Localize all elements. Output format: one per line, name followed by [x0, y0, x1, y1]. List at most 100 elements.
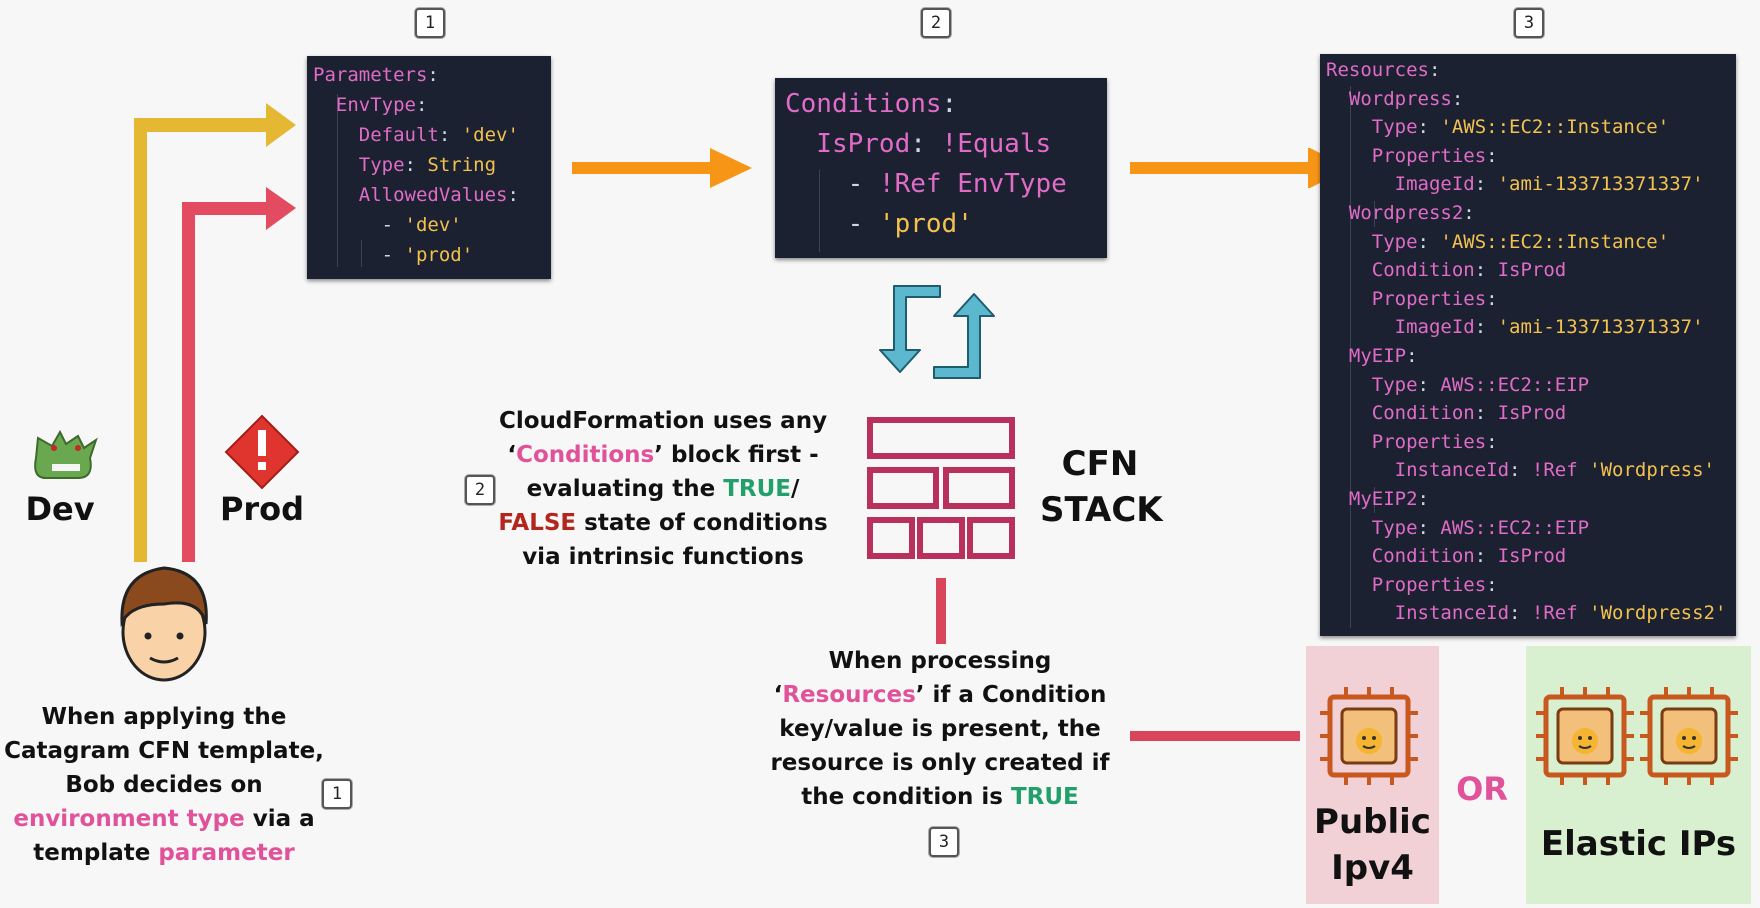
code-token: Parameters [313, 64, 428, 86]
resources-code-block: Resources: Wordpress: Type: 'AWS::EC2::I… [1320, 54, 1736, 636]
code-token: : [1486, 430, 1498, 453]
stack-connector [936, 578, 946, 644]
text-line: template parameter [4, 836, 324, 870]
code-token: 'ami-133713371337' [1497, 173, 1704, 196]
code-token: 'Wordpress2' [1589, 602, 1727, 625]
code-token: : [1474, 259, 1498, 282]
resources-explanation: When processing‘Resources’ if a Conditio… [770, 644, 1110, 814]
code-token: : [1417, 230, 1441, 253]
code-token: Condition [1326, 545, 1475, 568]
code-token: Properties [1326, 430, 1487, 453]
code-token: Condition [1326, 402, 1475, 425]
dev-label: Dev [25, 490, 95, 528]
code-token: : [1417, 116, 1441, 139]
code-line: Type: 'AWS::EC2::Instance' [1326, 228, 1730, 257]
text-segment: parameter [158, 840, 295, 866]
text-segment: via a [244, 806, 315, 832]
code-token: Properties [1326, 144, 1487, 167]
code-token: : [427, 64, 439, 86]
code-token: : [1463, 201, 1475, 224]
cfn-stack-icon [867, 417, 1015, 559]
text-segment: key/value is present, the [779, 716, 1101, 742]
code-line: InstanceId: !Ref 'Wordpress2' [1326, 599, 1730, 628]
code-line: MyEIP2: [1326, 485, 1730, 514]
text-segment: the condition is [801, 784, 1011, 810]
public-ipv4-label-line1: Public [1314, 802, 1431, 842]
code-line: Wordpress: [1326, 85, 1730, 114]
step-badge-2: 2 [921, 8, 951, 38]
code-line: Default: 'dev' [313, 120, 545, 150]
code-token: Type [1326, 116, 1418, 139]
code-line: - 'prod' [785, 204, 1097, 244]
step-badge-1: 1 [415, 8, 445, 38]
code-token: AWS::EC2::EIP [1440, 373, 1590, 396]
code-token: : [910, 129, 942, 159]
public-ipv4-label-line2: Ipv4 [1331, 848, 1414, 888]
code-line: Type: String [313, 150, 545, 180]
text-segment: FALSE [498, 510, 577, 536]
code-token: 'ami-133713371337' [1497, 316, 1704, 339]
code-token: IsProd [1497, 259, 1567, 282]
prod-arrow [182, 187, 296, 562]
cycle-arrows-icon [879, 285, 995, 379]
code-line: Properties: [1326, 428, 1730, 457]
code-token: : [415, 94, 428, 116]
code-token: Properties [1326, 573, 1487, 596]
code-token: AWS::EC2::EIP [1440, 516, 1590, 539]
conditions-explanation: CloudFormation uses any‘Conditions’ bloc… [494, 404, 832, 574]
code-token: !Ref [1531, 459, 1590, 482]
text-line: ‘Resources’ if a Condition [770, 678, 1110, 712]
code-token: ImageId [1326, 316, 1475, 339]
code-line: MyEIP: [1326, 342, 1730, 371]
text-line: ‘Conditions’ block first - [494, 438, 832, 472]
code-line: Condition: IsProd [1326, 256, 1730, 285]
code-token: Wordpress [1326, 87, 1452, 110]
cfn-stack-label-line2: STACK [1040, 490, 1163, 530]
step-badge-3: 3 [1514, 8, 1544, 38]
warning-diamond-icon [224, 414, 300, 490]
code-token: InstanceId [1326, 459, 1510, 482]
code-token: 'AWS::EC2::Instance' [1440, 116, 1670, 139]
code-line: - 'prod' [313, 240, 545, 270]
text-line: environment type via a [4, 802, 324, 836]
text-segment: ‘ [507, 442, 517, 468]
code-line: Type: 'AWS::EC2::Instance' [1326, 113, 1730, 142]
text-line: When applying the [4, 700, 324, 734]
code-token: : [1474, 545, 1498, 568]
code-token: : [1428, 59, 1441, 81]
code-token: : [1486, 144, 1498, 167]
code-line: Conditions: [785, 84, 1097, 124]
text-line: When processing [770, 644, 1110, 678]
code-token: MyEIP [1326, 344, 1407, 367]
text-line: FALSE state of conditions [494, 506, 832, 540]
code-line: Type: AWS::EC2::EIP [1326, 514, 1730, 543]
code-token: Type [1326, 516, 1418, 539]
code-token: AllowedValues [313, 184, 508, 206]
arrow-params-to-conditions [572, 148, 752, 188]
code-token: : [507, 184, 519, 206]
step-badge-1-left: 1 [322, 779, 352, 809]
text-line: via intrinsic functions [494, 540, 832, 574]
step-badge-3-bottom: 3 [929, 827, 959, 857]
ec2-chip-icon [1640, 687, 1738, 785]
code-token: Properties [1326, 287, 1487, 310]
code-token: - [313, 244, 405, 266]
text-segment: resource is only created if [770, 750, 1110, 776]
ec2-chip-icon [1536, 687, 1634, 785]
text-segment: environment type [13, 806, 245, 832]
code-token: Wordpress2 [1326, 201, 1464, 224]
code-line: EnvType: [313, 90, 545, 120]
step-badge-2-mid: 2 [465, 475, 495, 505]
code-token: : [1509, 459, 1532, 482]
text-line: Catagram CFN template, [4, 734, 324, 768]
ec2-chip-icon [1320, 687, 1418, 785]
text-segment: Conditions [516, 442, 655, 468]
text-line: the condition is TRUE [770, 780, 1110, 814]
text-segment: When applying the [41, 704, 287, 730]
code-token: 'Wordpress' [1589, 459, 1715, 482]
code-line: ImageId: 'ami-133713371337' [1326, 170, 1730, 199]
code-token: - [313, 214, 405, 236]
code-line: ImageId: 'ami-133713371337' [1326, 313, 1730, 342]
prod-label: Prod [219, 490, 305, 528]
text-line: resource is only created if [770, 746, 1110, 780]
